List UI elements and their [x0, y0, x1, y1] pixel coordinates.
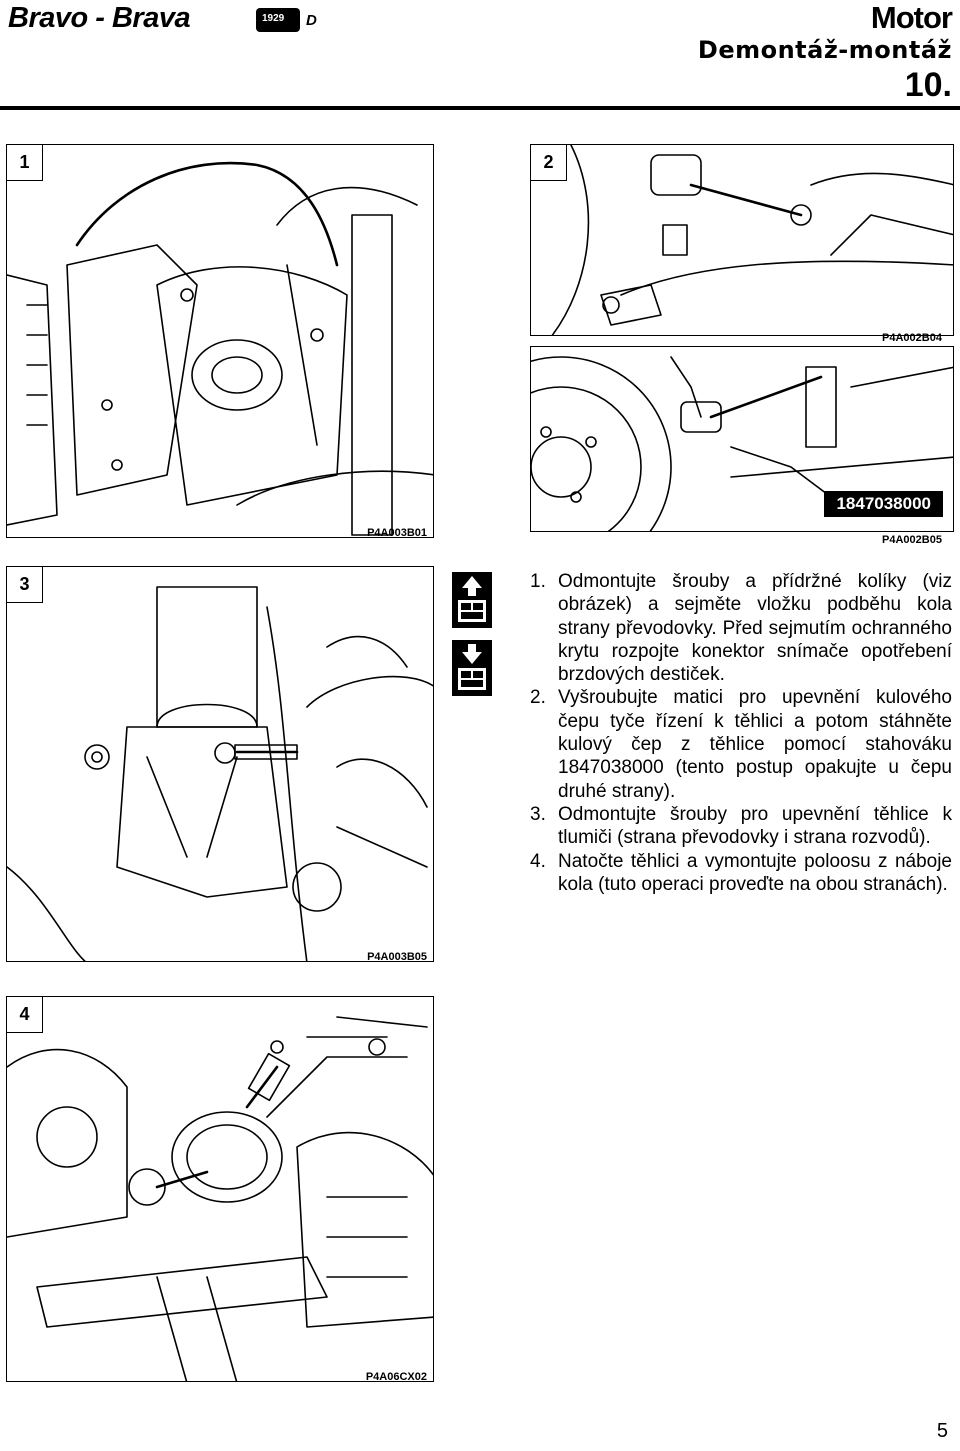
section-number: 10. — [904, 66, 952, 104]
step-text: Odmontujte šrouby pro upevnění těhlice k… — [558, 803, 952, 849]
figure-2-panel: 2 — [530, 144, 954, 336]
instruction-step-3: 3. Odmontujte šrouby pro upevnění těhlice… — [530, 803, 952, 850]
figure-2b-illustration — [531, 356, 953, 531]
step-number: 4. — [530, 850, 546, 872]
header-rule — [0, 106, 960, 110]
brand-title: Bravo - Brava — [8, 2, 191, 34]
step-number: 3. — [530, 803, 546, 825]
engine-badge-label: 1929 — [262, 13, 285, 24]
figure-2b-panel: 1847038000 — [530, 346, 954, 532]
figure-4-illustration — [7, 1016, 433, 1381]
figure-2-number: 2 — [531, 145, 567, 181]
figure-3-caption: P4A003B05 — [367, 951, 427, 962]
section-subtitle: Demontáž-montáž — [697, 36, 952, 64]
step-number: 2. — [530, 687, 546, 709]
figure-2b-caption: P4A002B05 — [882, 534, 942, 546]
tool-label: 1847038000 — [824, 491, 943, 517]
install-arrow-down-icon — [452, 640, 492, 696]
instruction-step-2: 2. Vyšroubujte matici pro upevnění kulové… — [530, 686, 952, 802]
figure-3-panel: 3 P4A003B05 — [6, 566, 434, 962]
step-text: Odmontujte šrouby a přídržné kolíky (viz… — [558, 571, 952, 686]
figure-1-caption: P4A003B01 — [367, 527, 427, 538]
figure-1-panel: 1 P4A003B01 — [6, 144, 434, 538]
step-number: 1. — [530, 571, 546, 592]
engine-badge: 1929 — [256, 8, 300, 32]
figure-4-number: 4 — [7, 997, 43, 1033]
step-text: Natočte těhlici a vymontujte poloosu z n… — [558, 850, 952, 895]
remove-arrow-up-icon — [452, 572, 492, 628]
instruction-step-1: 1. Odmontujte šrouby a přídržné kolíky (v… — [530, 570, 952, 686]
section-title: Motor — [870, 0, 953, 35]
figure-3-number: 3 — [7, 567, 43, 603]
engine-badge-suffix: D — [306, 12, 317, 29]
instruction-step-4: 4. Natočte těhlici a vymontujte poloosu z… — [530, 850, 952, 897]
step-text: Vyšroubujte matici pro upevnění kulového… — [558, 687, 952, 802]
figure-1-number: 1 — [7, 145, 43, 181]
instructions: 1. Odmontujte šrouby a přídržné kolíky (v… — [530, 570, 952, 896]
figure-4-caption: P4A06CX02 — [365, 1371, 427, 1382]
page-number: 5 — [936, 1420, 948, 1442]
figure-2-caption: P4A002B04 — [882, 332, 942, 344]
figure-2-illustration — [551, 145, 953, 335]
figure-1-illustration — [7, 161, 433, 536]
figure-3-illustration — [7, 586, 433, 961]
figure-4-panel: 4 P4A06CX02 — [6, 996, 434, 1382]
